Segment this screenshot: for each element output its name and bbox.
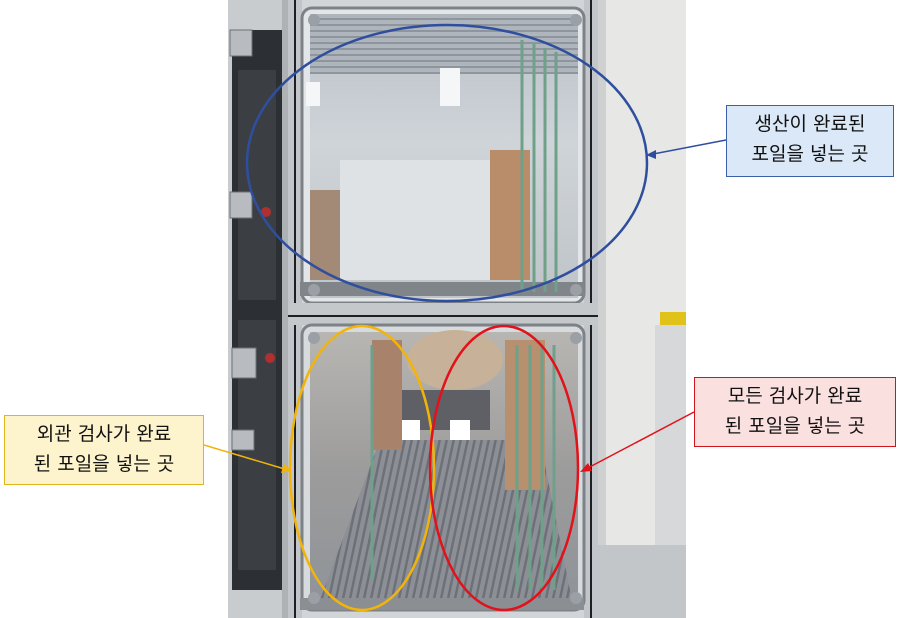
- callout-left-line2: 된 포일을 넣는 곳: [33, 453, 175, 475]
- right-highlight-ellipse: [428, 324, 580, 612]
- callout-top-line2: 포일을 넣는 곳: [751, 143, 869, 165]
- callout-left-label: 외관 검사가 완료 된 포일을 넣는 곳: [4, 415, 204, 485]
- top-highlight-ellipse: [245, 23, 649, 303]
- callout-top-line1: 생산이 완료된: [754, 113, 866, 135]
- callout-right-label: 모든 검사가 완료 된 포일을 넣는 곳: [694, 377, 896, 447]
- callout-left-line1: 외관 검사가 완료: [36, 423, 172, 445]
- callout-right-line1: 모든 검사가 완료: [727, 385, 863, 407]
- callout-right-line2: 된 포일을 넣는 곳: [724, 415, 866, 437]
- callout-top-label: 생산이 완료된 포일을 넣는 곳: [726, 105, 894, 177]
